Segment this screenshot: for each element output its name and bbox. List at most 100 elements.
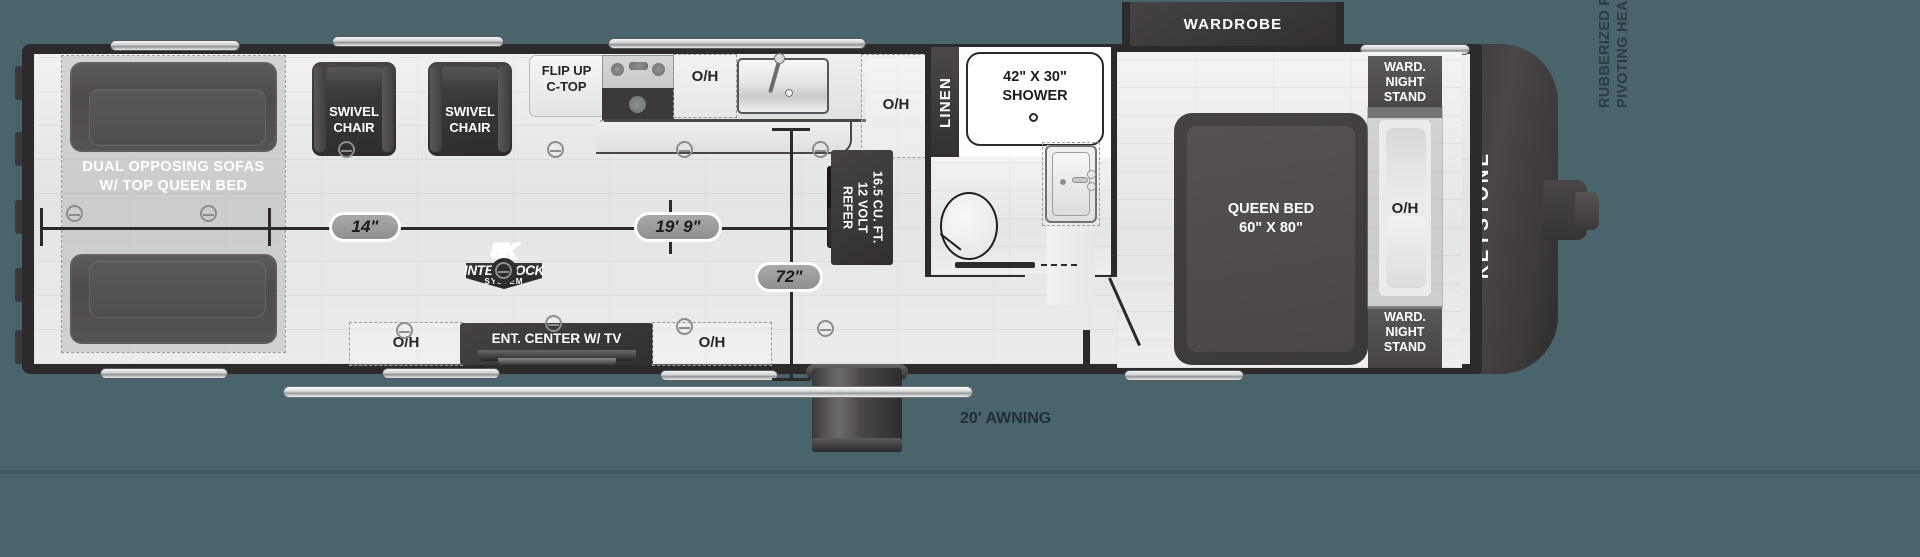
exterior-storage-door <box>100 368 228 379</box>
exterior-storage-door <box>1124 370 1244 381</box>
awning-bar <box>283 386 973 398</box>
vanity-basin <box>1052 152 1090 216</box>
dimension-line-vertical <box>790 128 793 380</box>
vent-icon <box>338 141 355 158</box>
dimension-pill-depth: 72" <box>755 262 823 292</box>
exterior-storage-door <box>332 36 504 47</box>
dimension-tick <box>772 378 810 381</box>
bath-door-swing <box>1041 264 1077 266</box>
bedroom-overhead-label: O/H <box>1391 200 1419 217</box>
nightstand-top <box>1368 56 1442 118</box>
vent-icon <box>817 320 834 337</box>
shower-drain-icon <box>1029 113 1038 122</box>
refer-handle <box>827 166 834 248</box>
vanity-drain-icon <box>1060 179 1066 185</box>
linen-closet <box>931 47 959 157</box>
flip-up-line1: FLIP UP <box>541 63 592 78</box>
linen-label-text: LINEN <box>936 76 954 128</box>
burner-icon <box>629 62 648 70</box>
vent-icon <box>812 141 829 158</box>
burner-icon <box>611 63 624 76</box>
exterior-storage-door <box>110 40 240 51</box>
pinbox-label-text: RUBBERIZED PINBOX W/ PIVOTING HEAD <box>1597 0 1631 108</box>
chair-arm <box>314 66 326 152</box>
bath-wall-left <box>925 44 933 276</box>
wardrobe-wall-bottom <box>1122 46 1344 54</box>
swivel-chair-left: SWIVEL CHAIR <box>312 62 396 156</box>
shower-pan <box>966 52 1104 146</box>
shower-line1: 42" X 30" <box>1003 69 1067 85</box>
vent-icon <box>66 205 83 222</box>
toilet <box>940 192 998 260</box>
chair-arm <box>498 66 510 152</box>
faucet-knob-icon <box>774 53 785 64</box>
shower-line2: SHOWER <box>1002 88 1068 104</box>
vent-icon <box>676 318 693 335</box>
wardrobe-wall-right <box>1336 2 1344 54</box>
nightstand-bottom-label: WARD. NIGHT STAND <box>1383 310 1427 354</box>
burner-icon <box>652 63 665 76</box>
entertainment-center-label: ENT. CENTER W/ TV <box>491 331 622 346</box>
dimension-tick <box>828 208 831 246</box>
nightstand-bottom <box>1368 306 1442 368</box>
faucet-base-icon <box>785 89 793 97</box>
nightstand-top-label: WARD. NIGHT STAND <box>1383 60 1427 104</box>
dimension-pill-width: 14" <box>329 212 401 242</box>
dimension-line-horizontal <box>40 227 830 230</box>
pinbox-head <box>1575 192 1599 230</box>
vanity-faucet-icon <box>1072 177 1088 183</box>
linen-label: LINEN <box>931 47 959 157</box>
bedroom-wall-step <box>1083 330 1090 370</box>
bedroom-overhead-cab-2 <box>1386 216 1426 288</box>
vent-icon <box>200 205 217 222</box>
vent-icon <box>676 141 693 158</box>
pinbox-label: RUBBERIZED PINBOX W/ PIVOTING HEAD <box>1596 0 1631 108</box>
awning-label: 20' AWNING <box>960 410 1052 427</box>
chair-back <box>442 67 498 89</box>
wardrobe-label: WARDROBE <box>1128 2 1338 46</box>
overhead-label-1: O/H <box>691 68 719 85</box>
vent-icon <box>396 322 413 339</box>
sofa-label-line1: DUAL OPPOSING SOFAS <box>82 159 265 175</box>
vent-icon <box>545 315 562 332</box>
flip-up-counter-top <box>529 55 604 117</box>
swivel-chair-right: SWIVEL CHAIR <box>428 62 512 156</box>
kitchen-sink <box>737 58 829 114</box>
bed-line2: 60" X 80" <box>1239 220 1303 236</box>
queen-bed-label: QUEEN BED 60" X 80" <box>1187 200 1355 238</box>
bottom-edge <box>0 470 1920 474</box>
wardrobe-wall-left <box>1122 2 1130 54</box>
exterior-storage-door <box>608 38 866 49</box>
swivel-chair-left-label: SWIVEL CHAIR <box>329 104 379 135</box>
overhead-cabinet-2 <box>861 54 931 158</box>
flip-up-label: FLIP UP C-TOP <box>529 63 604 95</box>
sofa-cushion <box>89 261 266 318</box>
overhead-label-2: O/H <box>882 96 910 113</box>
refrigerator <box>831 150 893 265</box>
bedroom-overhead-cab-1 <box>1386 128 1426 200</box>
dimension-tick <box>268 208 271 246</box>
landing-gear-foot <box>812 438 902 452</box>
queen-bed-mattress <box>1187 126 1355 352</box>
refer-label: 16.5 CU. FT. 12 VOLT REFER <box>831 150 893 265</box>
sofa-upper <box>70 62 277 152</box>
sofa-lower <box>70 254 277 344</box>
overhead-cabinet-4 <box>652 322 772 366</box>
dimension-pill-length: 19' 9" <box>634 212 722 242</box>
sofa-cushion <box>89 89 266 146</box>
vanity-handle-icon <box>1087 170 1096 179</box>
bath-wall-right <box>1109 44 1117 276</box>
dimension-tick <box>40 208 43 246</box>
burner-icon <box>629 96 646 113</box>
vent-icon <box>547 141 564 158</box>
exterior-storage-door <box>382 368 500 379</box>
wardrobe <box>1128 2 1338 46</box>
counter-edge <box>604 119 866 122</box>
refer-label-text: 16.5 CU. FT. 12 VOLT REFER <box>840 171 885 244</box>
overhead-cabinet-1 <box>673 54 737 118</box>
bed-line1: QUEEN BED <box>1227 201 1315 217</box>
kitchen-island <box>596 122 852 154</box>
vanity-handle-icon <box>1087 182 1096 191</box>
flip-up-line2: C-TOP <box>546 79 587 94</box>
